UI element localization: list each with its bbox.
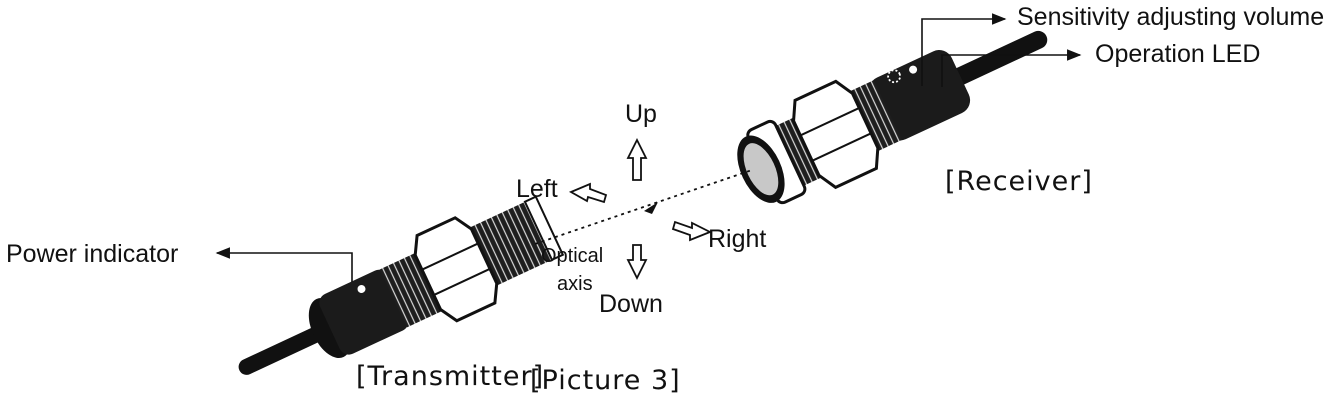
up-label: Up [625,100,657,128]
optical-axis-line [534,169,753,245]
operation-led-dot [909,65,918,74]
transmitter-sensor [238,195,565,375]
receiver-hex-nut [792,79,880,190]
optical-axis-arrow [644,202,658,214]
sensitivity-callout [921,13,1007,86]
left-arrow [568,182,608,204]
receiver-label: [Receiver] [945,166,1093,197]
down-arrow [626,244,648,281]
down-label: Down [599,290,663,318]
transmitter-cable [238,321,336,375]
power-indicator-callout [215,247,353,282]
sensitivity-volume-dot [887,69,902,84]
receiver-sensor [737,30,1048,205]
receiver-cable [945,30,1048,88]
transmitter-rear-body [319,269,409,355]
right-arrow [671,220,713,242]
receiver-rear-body [868,50,971,141]
picture-caption: [Picture 3] [530,365,681,396]
right-label: Right [708,225,766,253]
operation-led-callout [941,49,1082,87]
sensitivity-label: Sensitivity adjusting volume [1017,3,1324,31]
operation-led-label: Operation LED [1095,40,1260,68]
optical-label-line1: Optical [541,245,603,267]
transmitter-label: [Transmitter] [356,361,544,392]
left-label: Left [516,175,558,203]
power-indicator-label: Power indicator [6,240,178,268]
up-arrow [626,137,648,181]
optical-label-line2: axis [557,273,593,295]
power-indicator-dot [357,285,366,294]
